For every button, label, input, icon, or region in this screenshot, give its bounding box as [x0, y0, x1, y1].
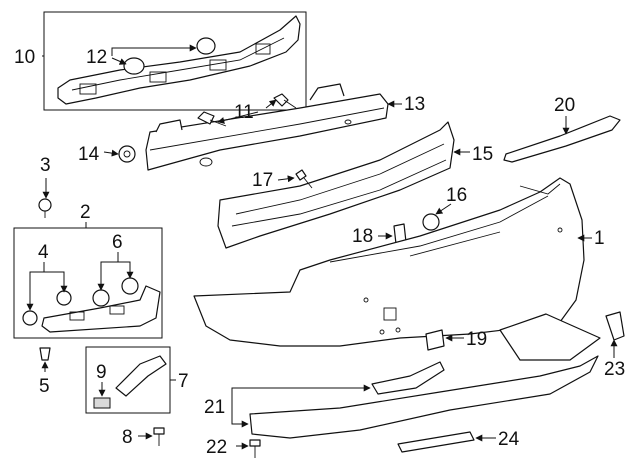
callout-numbers: 10 12 11 13 20 14 15 3 17 16 2 18 1 4 6 … — [14, 47, 625, 458]
cover-plate-part-19 — [425, 329, 445, 351]
bolt-part-22 — [249, 439, 261, 458]
nut-part-14 — [118, 145, 136, 163]
energy-absorber-part-15 — [217, 121, 455, 249]
callout-6: 6 — [112, 232, 123, 253]
callout-21: 21 — [204, 397, 225, 418]
bolt-part-3 — [38, 198, 52, 218]
callout-16: 16 — [446, 185, 467, 206]
callout-20: 20 — [554, 95, 575, 116]
clip-part-16 — [422, 213, 440, 231]
trim-strip-part-20 — [503, 115, 621, 163]
lower-valance-part-21 — [249, 313, 601, 439]
callout-23: 23 — [604, 359, 625, 380]
pad-part-9 — [93, 397, 111, 409]
callout-3: 3 — [40, 155, 51, 176]
callout-2: 2 — [80, 202, 91, 223]
callout-17: 17 — [252, 170, 273, 191]
callout-10: 10 — [14, 47, 35, 68]
callout-19: 19 — [466, 329, 487, 350]
bracket-part-2 — [41, 285, 161, 333]
callout-7: 7 — [178, 371, 189, 392]
callout-8: 8 — [122, 427, 133, 448]
callout-22: 22 — [206, 437, 227, 458]
bolt-part-5 — [39, 347, 51, 361]
callout-5: 5 — [39, 376, 50, 397]
bracket-part-7 — [115, 355, 167, 397]
callout-18: 18 — [352, 226, 373, 247]
callout-9: 9 — [96, 362, 107, 383]
callout-12: 12 — [86, 47, 107, 68]
callout-15: 15 — [472, 144, 493, 165]
lower-trim-part-24 — [397, 431, 475, 453]
nut-part-4 — [22, 290, 72, 326]
bolt-part-8 — [153, 427, 165, 446]
callout-14: 14 — [78, 144, 100, 165]
clip-part-12 — [123, 37, 216, 75]
leader-lines — [26, 44, 618, 450]
callout-1: 1 — [594, 228, 605, 249]
group-box-10 — [43, 11, 307, 111]
group-box-2 — [13, 227, 163, 339]
upper-bracket-part-10 — [57, 15, 301, 105]
shield-part-23 — [605, 311, 625, 341]
callout-24: 24 — [498, 429, 520, 450]
bolt-part-17 — [295, 169, 313, 189]
impact-bar-part-13 — [145, 83, 389, 171]
clip-part-6 — [92, 277, 139, 307]
callout-4: 4 — [38, 242, 49, 263]
callout-13: 13 — [404, 94, 425, 115]
callout-11: 11 — [234, 102, 254, 123]
bumper-cover-part-1 — [193, 177, 585, 347]
